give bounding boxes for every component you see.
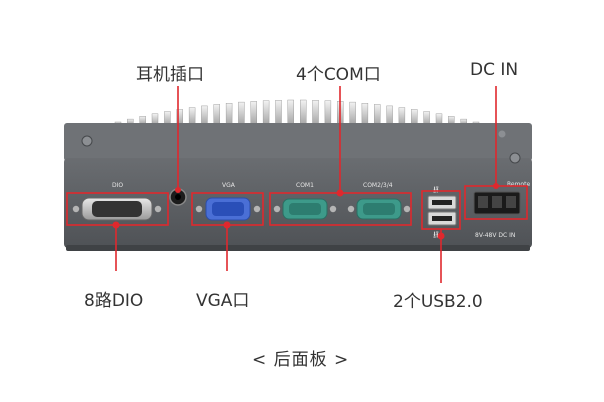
- earphone-leader-dot: [175, 187, 181, 193]
- dio-connector-face: [92, 201, 142, 217]
- dc-in-pin: [492, 196, 502, 208]
- heatsink-fin: [349, 101, 356, 125]
- panel-dio-label: DIO: [112, 182, 123, 189]
- vga-leader-dot: [223, 221, 231, 229]
- dio-standoff: [154, 205, 162, 213]
- heatsink-fin: [188, 107, 196, 125]
- heatsink-fin: [238, 101, 245, 125]
- com-leader-dot: [336, 189, 344, 197]
- chassis-top: [64, 123, 532, 161]
- vga-callout: VGA口: [196, 291, 250, 311]
- dc-in-leader-dot: [493, 183, 499, 189]
- heatsink-fin: [435, 113, 443, 125]
- heatsink-fin: [448, 116, 455, 125]
- com234-standoff: [403, 205, 411, 213]
- panel-voltage-label: 8V-48V DC IN: [475, 232, 515, 239]
- com1-standoff: [273, 205, 281, 213]
- dc-in-pin: [478, 196, 488, 208]
- heatsink-fin: [287, 99, 294, 125]
- dio-standoff: [72, 205, 80, 213]
- usb-port-top-slot: [432, 200, 452, 205]
- leader-dots: [112, 183, 499, 240]
- heatsink-fin: [213, 104, 221, 125]
- heatsink-fin: [398, 107, 406, 125]
- dio-leader-dot: [112, 221, 120, 229]
- vga-standoff: [253, 205, 261, 213]
- usb-leader-dot: [437, 232, 445, 240]
- com1-standoff: [329, 205, 337, 213]
- dc-in-pin: [506, 196, 516, 208]
- leader-lines: [115, 86, 497, 283]
- dio-callout: 8路DIO: [84, 291, 144, 311]
- heatsink-fin: [225, 102, 233, 125]
- earphone-jack-hole: [175, 194, 181, 200]
- heatsink-fin: [361, 102, 369, 125]
- panel-com234-label: COM2/3/4: [363, 182, 393, 189]
- panel-com1-label: COM1: [296, 182, 314, 189]
- heatsink-fin: [201, 105, 208, 125]
- heatsink-fin: [275, 99, 282, 125]
- chassis-bottom: [66, 245, 530, 251]
- vga-connector-face: [212, 202, 244, 216]
- heatsink-fin: [262, 100, 270, 125]
- panel-remote-label: Remote: [507, 181, 530, 188]
- heatsink-fins: [114, 99, 480, 125]
- heatsink-fin: [423, 111, 430, 125]
- dc-in-callout: DC IN: [470, 60, 519, 80]
- heatsink-fin: [139, 116, 146, 125]
- usb-symbol-icon: ⭿: [433, 231, 439, 241]
- com234-connector-face: [363, 203, 395, 215]
- usb-callout: 2个USB2.0: [393, 292, 483, 312]
- heatsink-fin: [151, 113, 159, 125]
- screw-icon: [509, 152, 521, 164]
- panel-vga-label: VGA: [222, 182, 236, 189]
- figure-caption: < 后面板 >: [252, 350, 350, 370]
- heatsink-fin: [300, 99, 307, 125]
- heatsink-fin: [411, 109, 418, 125]
- screw-icon: [81, 135, 93, 147]
- com234-standoff: [347, 205, 355, 213]
- earphone-jack-callout: 耳机插口: [136, 65, 204, 85]
- heatsink-fin: [374, 104, 381, 125]
- heatsink-fin: [164, 111, 171, 125]
- heatsink-fin: [386, 105, 393, 125]
- com1-connector-face: [289, 203, 321, 215]
- heatsink-fin: [324, 100, 332, 125]
- heatsink-fin: [312, 99, 319, 125]
- vga-standoff: [195, 205, 203, 213]
- com-ports-callout: 4个COM口: [296, 65, 381, 85]
- usb-port-bottom-slot: [432, 216, 452, 221]
- screw-icon: [498, 130, 506, 138]
- heatsink-fin: [250, 101, 258, 125]
